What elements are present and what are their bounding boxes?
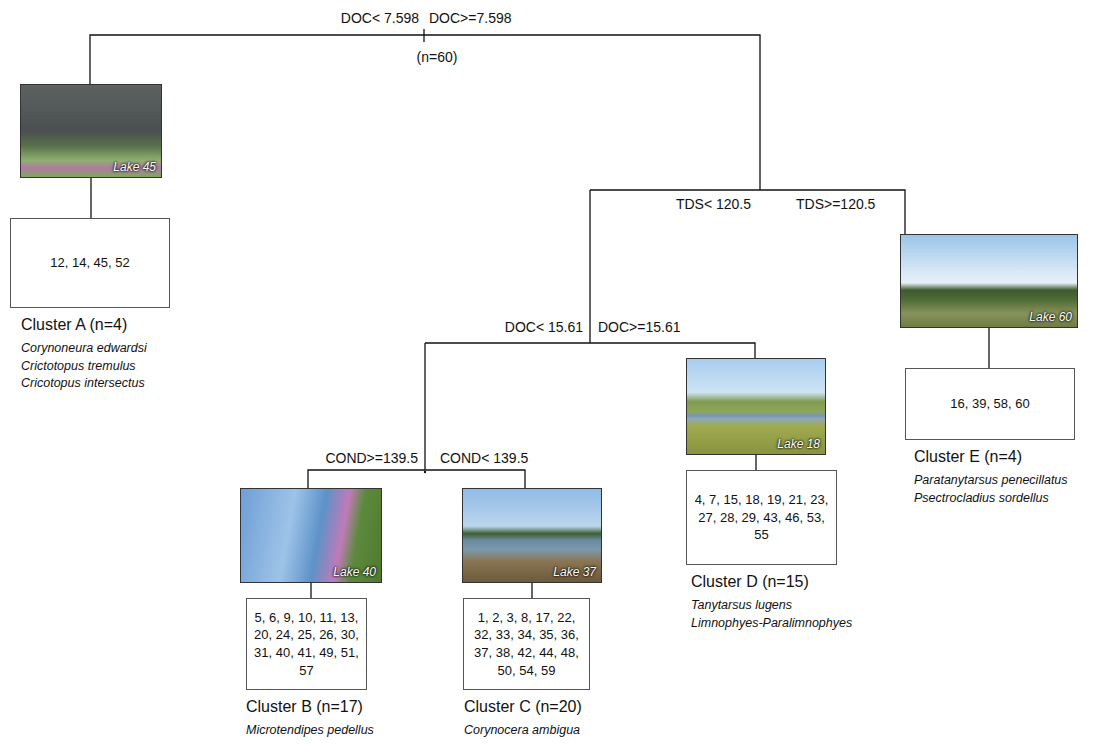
split-label: DOC< 15.61	[504, 319, 584, 336]
split-line	[424, 343, 425, 470]
split-label: TDS>=120.5	[795, 196, 876, 213]
split-label: TDS< 120.5	[675, 196, 752, 213]
species-name: Limnophyes-Paralimnophyes	[691, 615, 852, 633]
species-name: Paratanytarsus penecillatus	[914, 472, 1068, 490]
photo-label: Lake 60	[1029, 310, 1072, 324]
split-label: DOC>=7.598	[428, 10, 513, 27]
cluster-name: Cluster A (n=4)	[21, 315, 147, 336]
cluster-box: 1, 2, 3, 8, 17, 22, 32, 33, 34, 35, 36, …	[463, 598, 590, 690]
split-label: COND>=139.5	[324, 450, 419, 467]
tree-connector	[755, 455, 756, 470]
lake-photo: Lake 40	[240, 488, 382, 583]
split-label: COND< 139.5	[439, 450, 529, 467]
cluster-box: 16, 39, 58, 60Cluster E (n=4)Paratanytar…	[905, 368, 1075, 440]
split-line	[589, 190, 590, 343]
tree-connector	[90, 178, 91, 218]
species-name: Corynoneura edwardsi	[21, 340, 147, 358]
species-name: Corynocera ambigua	[464, 722, 582, 740]
cluster-caption: Cluster A (n=4) Corynoneura edwardsiCrict…	[21, 315, 147, 393]
cluster-caption: Cluster E (n=4) Paratanytarsus penecillat…	[914, 447, 1068, 507]
species-name: Cricotopus intersectus	[21, 375, 147, 393]
split-label: DOC>=15.61	[597, 319, 682, 336]
cluster-name: Cluster B (n=17)	[246, 697, 374, 718]
photo-label: Lake 18	[777, 437, 820, 451]
split-line	[590, 190, 905, 234]
cluster-caption: Cluster B (n=17) Microtendipes pedellus	[246, 697, 374, 740]
split-label: (n=60)	[416, 49, 459, 66]
lake-photo: Lake 37	[462, 488, 602, 583]
photo-label: Lake 40	[333, 565, 376, 579]
cluster-box: 5, 6, 9, 10, 11, 13, 20, 24, 25, 26, 30,…	[246, 598, 367, 690]
cluster-name: Cluster E (n=4)	[914, 447, 1068, 468]
tree-connector	[988, 328, 989, 368]
lake-numbers: 12, 14, 45, 52	[50, 254, 130, 272]
lake-numbers: 5, 6, 9, 10, 11, 13, 20, 24, 25, 26, 30,…	[253, 609, 360, 679]
species-name: Crictotopus tremulus	[21, 358, 147, 376]
split-line	[308, 470, 525, 488]
photo-label: Lake 37	[553, 565, 596, 579]
root-tick	[423, 29, 424, 42]
lake-photo: Lake 45	[20, 84, 162, 178]
split-line	[425, 343, 755, 358]
cluster-caption: Cluster D (n=15) Tanytarsus lugensLimnoph…	[691, 572, 852, 632]
lake-photo: Lake 60	[900, 234, 1078, 328]
cluster-name: Cluster C (n=20)	[464, 697, 582, 718]
cluster-box: 4, 7, 15, 18, 19, 21, 23, 27, 28, 29, 43…	[686, 470, 837, 565]
species-name: Microtendipes pedellus	[246, 722, 374, 740]
lake-numbers: 16, 39, 58, 60	[950, 395, 1030, 413]
species-name: Tanytarsus lugens	[691, 597, 852, 615]
lake-photo: Lake 18	[686, 358, 826, 455]
species-name: Psectrocladius sordellus	[914, 490, 1068, 508]
cluster-name: Cluster D (n=15)	[691, 572, 852, 593]
cluster-caption: Cluster C (n=20) Corynocera ambigua	[464, 697, 582, 740]
lake-numbers: 4, 7, 15, 18, 19, 21, 23, 27, 28, 29, 43…	[693, 491, 830, 544]
cluster-box: 12, 14, 45, 52Cluster A (n=4)Corynoneura…	[10, 218, 170, 308]
split-dot	[424, 471, 426, 473]
split-label: DOC< 7.598	[340, 10, 420, 27]
photo-label: Lake 45	[113, 160, 156, 174]
lake-numbers: 1, 2, 3, 8, 17, 22, 32, 33, 34, 35, 36, …	[470, 609, 583, 679]
split-line	[90, 35, 760, 190]
tree-connector	[531, 583, 532, 598]
tree-connector	[310, 583, 311, 598]
